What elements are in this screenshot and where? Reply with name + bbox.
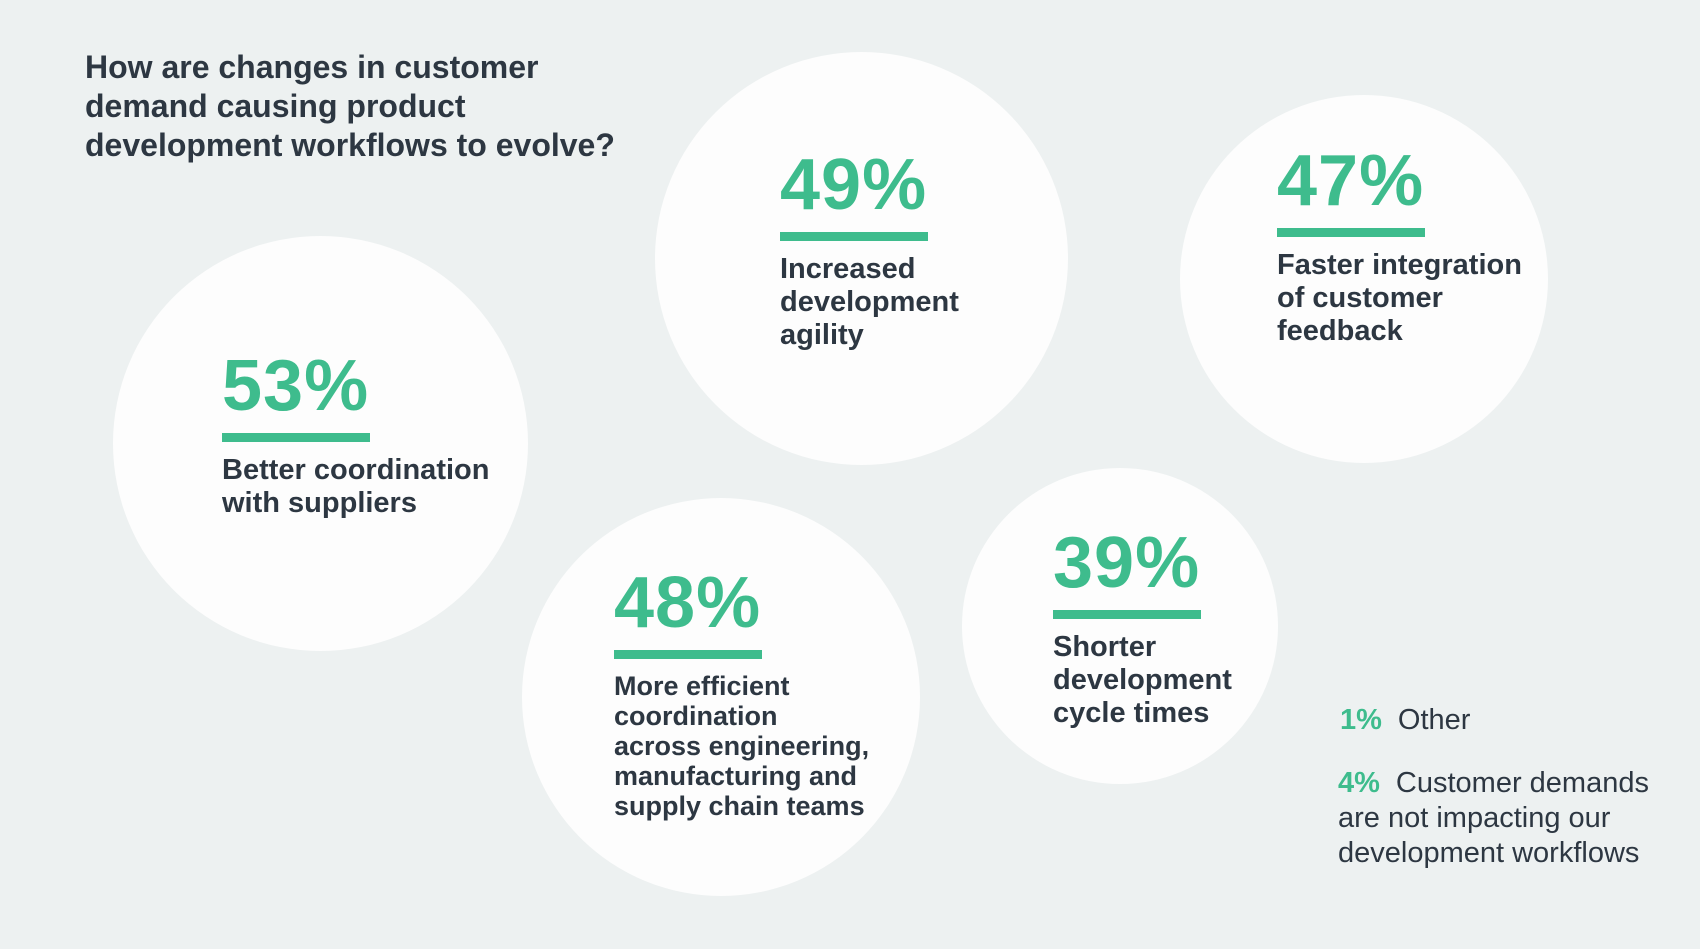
stat-label: Shorter development cycle times: [1053, 631, 1232, 729]
stat-bubble-content: 48% More efficient coordination across e…: [614, 567, 869, 821]
stat-bubble-content: 49% Increased development agility: [780, 149, 959, 352]
stat-percent: 47%: [1277, 141, 1425, 221]
underline-rule: [1277, 228, 1425, 237]
stat-percent: 49%: [780, 145, 928, 225]
underline-rule: [222, 433, 370, 442]
footnote-text: Customer demands are not impacting our d…: [1338, 767, 1649, 869]
footnote-percent: 4%: [1338, 767, 1380, 799]
stat-label: More efficient coordination across engin…: [614, 671, 870, 821]
stat-bubble-suppliers: 53% Better coordination with suppliers: [113, 236, 528, 651]
stat-bubble-content: 47% Faster integration of customer feedb…: [1277, 145, 1522, 348]
stat-bubble-cycle-times: 39% Shorter development cycle times: [962, 468, 1278, 784]
stat-bubble-feedback: 47% Faster integration of customer feedb…: [1180, 95, 1548, 463]
underline-rule: [1053, 610, 1201, 619]
stat-bubble-agility: 49% Increased development agility: [655, 52, 1068, 465]
stat-percent: 48%: [614, 563, 762, 643]
underline-rule: [780, 232, 928, 241]
stat-label: Increased development agility: [780, 253, 959, 351]
footnote-percent: 1%: [1340, 704, 1382, 736]
stat-bubble-content: 53% Better coordination with suppliers: [222, 350, 489, 520]
footnote-text: Other: [1397, 704, 1471, 736]
stat-percent: 39%: [1053, 523, 1201, 603]
underline-rule: [614, 650, 762, 659]
footnote-other: 1% Other: [1340, 703, 1680, 738]
stat-label: Better coordination with suppliers: [222, 454, 490, 519]
stat-label: Faster integration of customer feedback: [1277, 249, 1522, 347]
stat-bubble-coordination: 48% More efficient coordination across e…: [522, 498, 920, 896]
stat-bubble-content: 39% Shorter development cycle times: [1053, 527, 1232, 730]
page-title: How are changes in customer demand causi…: [85, 49, 615, 163]
footnote-no-impact: 4%Customer demands are not impacting our…: [1338, 766, 1670, 871]
stat-percent: 53%: [222, 346, 370, 426]
